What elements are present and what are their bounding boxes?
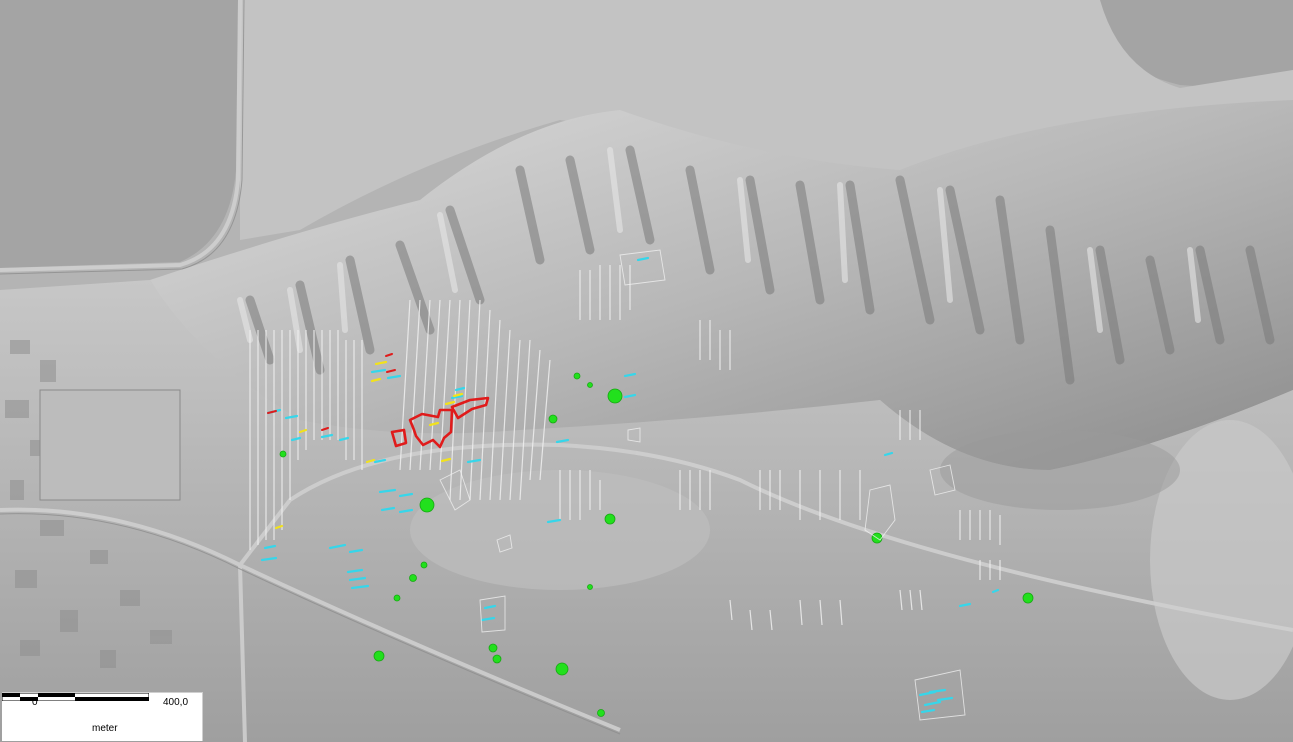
road-edges bbox=[0, 0, 621, 735]
scale-zero-label: 0 bbox=[32, 697, 38, 708]
green-point bbox=[587, 584, 593, 590]
green-point bbox=[604, 513, 616, 525]
green-point bbox=[607, 388, 623, 404]
green-point bbox=[597, 709, 605, 717]
structure-outlines bbox=[439, 249, 966, 721]
red-features bbox=[267, 353, 396, 431]
water-area-west bbox=[0, 0, 238, 268]
green-point bbox=[409, 574, 417, 582]
red-outline-areas bbox=[390, 396, 490, 449]
scale-unit-label: meter bbox=[92, 723, 118, 734]
scale-track bbox=[2, 693, 149, 701]
scale-bar: 0 400,0 meter bbox=[2, 692, 203, 741]
valley-east bbox=[940, 430, 1180, 510]
water-area-east bbox=[1100, 0, 1293, 86]
green-point bbox=[279, 450, 287, 458]
green-point bbox=[555, 662, 569, 676]
green-point bbox=[573, 372, 581, 380]
scale-max-label: 400,0 bbox=[163, 697, 189, 708]
green-point bbox=[488, 643, 498, 653]
yellow-features bbox=[274, 360, 464, 530]
green-point bbox=[587, 382, 593, 388]
green-point bbox=[420, 561, 428, 569]
green-point bbox=[492, 654, 502, 664]
green-points bbox=[279, 372, 1034, 717]
green-point bbox=[393, 594, 401, 602]
large-flat-lot bbox=[39, 389, 181, 501]
hill-east bbox=[1150, 420, 1293, 700]
hill-south-central bbox=[410, 470, 710, 590]
ridge-highlights bbox=[237, 147, 1201, 353]
green-point bbox=[373, 650, 385, 662]
green-point bbox=[548, 414, 558, 424]
northern-plain bbox=[240, 0, 1293, 240]
ridge-shadows bbox=[245, 145, 1275, 385]
green-point bbox=[419, 497, 435, 513]
survey-lines bbox=[249, 265, 1001, 631]
urban-area-west bbox=[5, 340, 172, 668]
green-point bbox=[1022, 592, 1034, 604]
